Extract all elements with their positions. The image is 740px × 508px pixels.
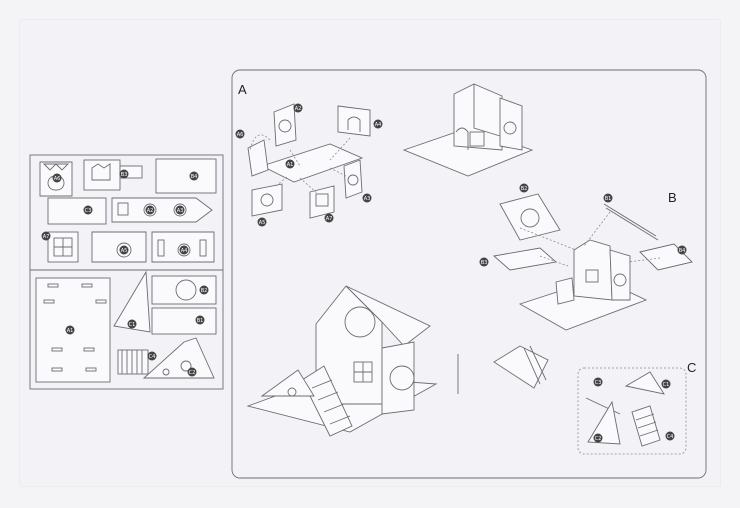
tag-c2-step: C2 (593, 433, 603, 443)
section-label-c: C (687, 360, 696, 375)
tag-b4-step: B4 (677, 245, 687, 255)
tag-a7-sheet: A7 (41, 231, 51, 241)
tag-a2-step: A2 (293, 103, 303, 113)
part-c4-outline (117, 349, 149, 375)
tag-label: C1 (129, 322, 136, 328)
part-b1-outline (151, 307, 217, 335)
part-a5-outline (91, 231, 147, 263)
tag-label: A7 (326, 216, 333, 222)
tag-b1-sheet: B1 (195, 315, 205, 325)
tag-a3-step: A3 (362, 193, 372, 203)
tag-label: B3 (481, 260, 488, 266)
tag-label: C4 (667, 434, 674, 440)
tag-label: B2 (201, 288, 208, 294)
tag-label: A1 (287, 162, 294, 168)
tag-label: A4 (375, 122, 382, 128)
tag-label: B3 (121, 172, 128, 178)
tag-label: A2 (295, 106, 302, 112)
part-a2-a3-outline (111, 197, 213, 223)
tag-label: B2 (521, 186, 528, 192)
part-cat-outline (83, 159, 143, 191)
tag-a5-sheet: A5 (119, 245, 129, 255)
part-c3-outline (47, 197, 107, 225)
tag-a2-sheet: A2 (145, 205, 155, 215)
tag-label: B4 (191, 174, 198, 180)
part-c2-outline (142, 337, 215, 379)
section-label-a: A (238, 82, 247, 97)
tag-label: A3 (177, 208, 184, 214)
tag-c3-step: C3 (593, 377, 603, 387)
tag-c4-sheet: C4 (147, 351, 157, 361)
tag-label: A6 (54, 176, 61, 182)
tag-b2-sheet: B2 (199, 285, 209, 295)
tag-c1-step: C1 (661, 379, 671, 389)
tag-c4-step: C4 (665, 431, 675, 441)
tag-label: A3 (364, 196, 371, 202)
tag-b3-sheet: B3 (119, 169, 129, 179)
tag-label: B1 (197, 318, 204, 324)
tag-label: C1 (663, 382, 670, 388)
tag-a5-step: A5 (257, 217, 267, 227)
tag-label: A4 (181, 248, 188, 254)
step-a-assembled (402, 83, 534, 177)
parts-sheet (29, 154, 224, 390)
tag-c3-sheet: C3 (83, 205, 93, 215)
section-label-b: B (668, 190, 677, 205)
tag-b2-step: B2 (519, 183, 529, 193)
part-a7-outline (47, 231, 79, 263)
tag-c1-sheet: C1 (127, 319, 137, 329)
final-house (246, 285, 459, 437)
tag-label: A6 (237, 132, 244, 138)
tag-a4-sheet: A4 (179, 245, 189, 255)
tag-label: A2 (147, 208, 154, 214)
tag-b4-sheet: B4 (189, 171, 199, 181)
step-c-box (577, 367, 687, 455)
tag-b1-step: B1 (603, 193, 613, 203)
tag-a7-step: A7 (324, 213, 334, 223)
part-b4-outline (155, 158, 217, 194)
tag-label: C2 (189, 370, 196, 376)
tag-label: C2 (595, 436, 602, 442)
step-b-exploded (492, 193, 693, 389)
tag-b3-step: B3 (479, 257, 489, 267)
tag-label: C3 (85, 208, 92, 214)
tag-label: B4 (679, 248, 686, 254)
tag-label: A1 (67, 328, 74, 334)
tag-a6-step: A6 (235, 129, 245, 139)
step-a-exploded (247, 103, 371, 219)
instructions-frame (231, 69, 707, 479)
tag-label: C4 (149, 354, 156, 360)
tag-a4-step: A4 (373, 119, 383, 129)
tag-label: B1 (605, 196, 612, 202)
part-c1-outline (113, 270, 151, 333)
tag-label: C3 (595, 380, 602, 386)
tag-label: A7 (43, 234, 50, 240)
tag-a3-sheet: A3 (175, 205, 185, 215)
tag-label: A5 (121, 248, 128, 254)
tag-a1-step: A1 (285, 159, 295, 169)
tag-a6-sheet: A6 (52, 173, 62, 183)
tag-c2-sheet: C2 (187, 367, 197, 377)
tag-a1-sheet: A1 (65, 325, 75, 335)
tag-label: A5 (259, 220, 266, 226)
